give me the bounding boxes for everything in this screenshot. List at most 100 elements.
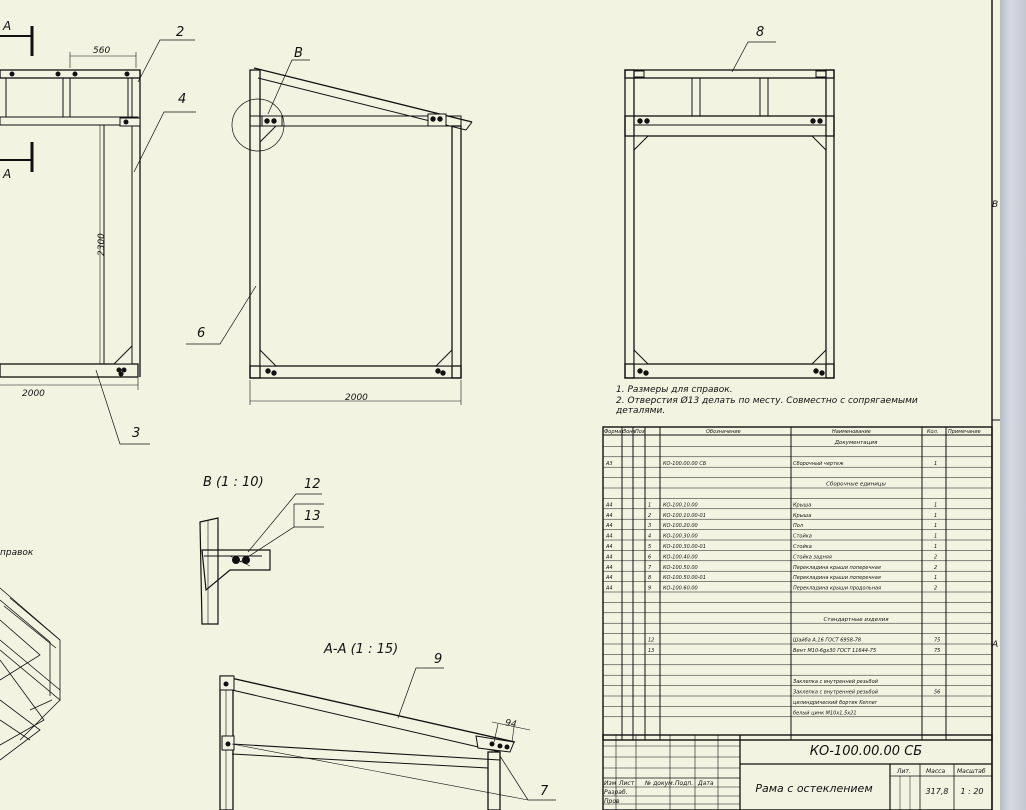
spec-cell-qty: 56 — [934, 690, 940, 696]
dim-560: 560 — [93, 46, 110, 56]
drawing-text: A A 560 2300 2000 2000 94 2 4 3 B 6 8 В … — [0, 19, 998, 799]
middle-side-view — [186, 59, 473, 405]
spec-cell-qty: 2 — [934, 554, 937, 560]
spec-cell-pos: 4 — [648, 534, 651, 540]
spec-cell-name: Стойка задняя — [793, 554, 832, 560]
spec-cell-pos: 8 — [648, 575, 651, 581]
spec-cell-pos: 13 — [648, 648, 654, 654]
spec-cell-designation: КО-100.20.00 — [663, 523, 698, 529]
spec-cell-qty: 1 — [934, 534, 937, 540]
tb-label-docnum: № докум. — [644, 780, 675, 787]
spec-cell-name: Перекладина крыши продольная — [793, 586, 881, 592]
spec-cell-pos: 1 — [648, 502, 651, 508]
left-front-view — [0, 26, 196, 445]
spec-cell-name: Крыша — [793, 513, 811, 519]
spec-cell-name: Крыша — [793, 502, 811, 508]
part-label-2: 2 — [176, 25, 184, 40]
lit-label: Лит. — [896, 768, 911, 775]
spec-header-designation: Обозначение — [706, 429, 741, 435]
part-label-6: 6 — [197, 326, 205, 341]
spec-cell-format: А4 — [605, 554, 613, 560]
tb-role-checker: Пров — [604, 798, 620, 805]
tb-role-developer: Разраб. — [604, 789, 628, 796]
dim-2000-left: 2000 — [22, 389, 45, 399]
right-front-view — [624, 41, 835, 379]
spec-cell-pos: 3 — [648, 523, 651, 529]
dim-2000-mid: 2000 — [345, 393, 368, 403]
spec-row-lines — [603, 446, 992, 718]
spec-header-zone: Зона — [623, 429, 636, 435]
spec-cell-pos: 2 — [648, 513, 651, 519]
spec-cell-qty: 2 — [934, 586, 937, 592]
spec-cell-format: А4 — [605, 513, 613, 519]
window-edge-panel — [1000, 0, 1026, 810]
spec-header-qty: Кол. — [927, 429, 938, 435]
section-aa-title: А-А (1 : 15) — [323, 642, 398, 657]
spec-cell-designation: КО-100.10.00-01 — [663, 513, 706, 519]
tb-label-izm: Изм — [604, 780, 617, 787]
partial-note-word: правок — [0, 548, 34, 558]
spec-header-format: Формат — [604, 429, 625, 435]
tb-label-sign: Подп. — [675, 780, 693, 787]
part-label-3: 3 — [132, 426, 140, 441]
spec-cell-name: Пол — [793, 523, 804, 529]
title-block-grid — [602, 734, 993, 810]
spec-cell-qty: 75 — [934, 638, 940, 644]
spec-cell-designation: КО-100.00.00 СБ — [663, 461, 707, 467]
spec-cell-name: Перекладина крыши поперечная — [793, 575, 881, 581]
spec-cell-format: А4 — [605, 565, 613, 571]
spec-cell-format: А4 — [605, 575, 613, 581]
detail-b-view — [199, 493, 324, 625]
title-block-text: КО-100.00.00 СБ Рама с остеклением Лит. … — [604, 744, 986, 805]
doc-code: КО-100.00.00 СБ — [810, 744, 923, 759]
spec-cell-pos: 7 — [648, 565, 652, 571]
mass-label: Масса — [926, 768, 945, 775]
note-2: 2. Отверстия Ø13 делать по месту. Совмес… — [616, 396, 918, 406]
spec-cell-name: Заклепка с внутренней резьбой — [793, 679, 879, 685]
doc-name: Рама с остеклением — [755, 782, 872, 795]
spec-cell-format: А3 — [605, 461, 613, 467]
spec-cell-name: Стойка — [793, 544, 812, 550]
spec-cell-designation: КО-100.30.00 — [663, 534, 698, 540]
spec-section-title: Сборочные единицы — [826, 482, 886, 488]
note-1: 1. Размеры для справок. — [616, 385, 733, 395]
part-label-9: 9 — [434, 652, 442, 667]
spec-cell-format: А4 — [605, 502, 613, 508]
spec-cell-name: Стойка — [793, 534, 812, 540]
detail-b-title: В (1 : 10) — [203, 475, 264, 490]
spec-cell-format: А4 — [605, 586, 613, 592]
frame-zone-a: А — [991, 640, 998, 650]
spec-cell-pos: 9 — [648, 586, 651, 592]
spec-header-note: Примечание — [948, 429, 981, 435]
dim-2300: 2300 — [97, 233, 107, 256]
scale-label: Масштаб — [957, 768, 986, 775]
spec-cell-qty: 1 — [934, 544, 937, 550]
spec-cell-pos: 6 — [648, 554, 651, 560]
spec-cell-name: Шайба А.16 ГОСТ 6958-78 — [793, 638, 861, 644]
spec-cell-designation: КО-100.50.00-01 — [663, 575, 706, 581]
spec-cell-format: А4 — [605, 544, 613, 550]
spec-cell-pos: 12 — [648, 638, 654, 644]
spec-cell-name: Сборочный чертеж — [793, 461, 844, 467]
spec-cell-name: Заклепка с внутренней резьбой — [793, 690, 879, 696]
spec-cell-name: цилиндрический бортик Kenner — [793, 700, 878, 706]
scale-value: 1 : 20 — [960, 787, 983, 796]
spec-cell-designation: КО-100.30.00-01 — [663, 544, 706, 550]
part-label-8: 8 — [756, 25, 764, 40]
part-label-7: 7 — [540, 784, 549, 799]
spec-cell-designation: КО-100.50.00 — [663, 565, 698, 571]
part-label-4: 4 — [178, 92, 186, 107]
spec-cell-format: А4 — [605, 523, 613, 529]
spec-cell-qty: 1 — [934, 502, 937, 508]
spec-cell-designation: КО-100.10.00 — [663, 502, 698, 508]
spec-section-title: Стандартные изделия — [823, 617, 889, 623]
section-aa-view — [219, 667, 556, 810]
drawing-sheet: A A 560 2300 2000 2000 94 2 4 3 B 6 8 В … — [0, 0, 1000, 810]
tb-label-date: Дата — [697, 780, 714, 787]
spec-cell-format: А4 — [605, 534, 613, 540]
spec-cell-qty: 1 — [934, 461, 937, 467]
isometric-view — [0, 587, 61, 761]
tb-label-list: Лист — [618, 780, 635, 787]
spec-cell-qty: 75 — [934, 648, 940, 654]
